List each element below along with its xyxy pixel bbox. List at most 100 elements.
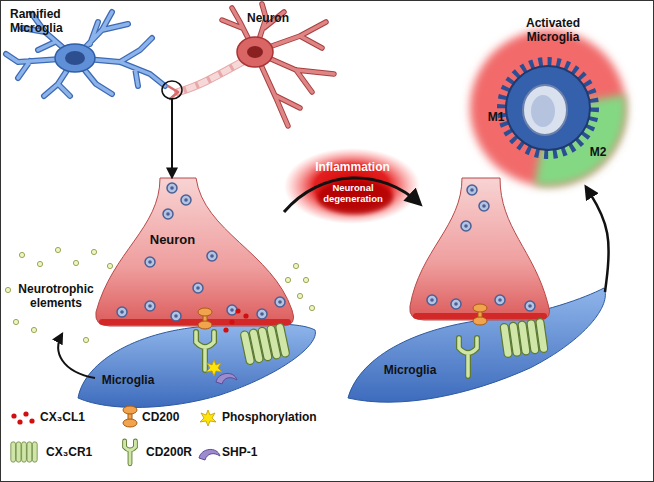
activated-microglia-drawing — [470, 30, 626, 186]
neurotrophic-dots — [55, 247, 60, 252]
neurotrophic-dots — [285, 277, 290, 282]
phenotype-region: M1 — [476, 105, 516, 133]
legend-label: Phosphorylation — [222, 411, 317, 425]
connector-arrow — [586, 187, 609, 292]
node-label: Activated Microglia — [503, 17, 603, 45]
node-label: Inflammation — [290, 161, 415, 175]
right-synapse-drawing — [500, 318, 548, 358]
legend-icons — [199, 449, 220, 460]
neurotrophic-dots — [107, 263, 112, 268]
right-synapse-drawing — [348, 178, 605, 402]
right-synapse-drawing — [461, 221, 471, 231]
neurotrophic-dots — [37, 261, 42, 266]
legend-icons — [29, 418, 34, 423]
microglia-cell: Microglia — [80, 300, 312, 412]
node-label: Ramified Microglia — [10, 8, 84, 36]
neurotrophic-dots — [19, 252, 24, 257]
left-synapse-drawing — [235, 308, 240, 313]
right-synapse-drawing — [467, 185, 477, 195]
activated-microglia-drawing — [531, 95, 555, 127]
inflammation-drawing — [284, 178, 420, 212]
left-synapse-drawing — [257, 309, 267, 319]
left-synapse-drawing — [240, 323, 290, 365]
neuron-drawing — [222, 4, 334, 126]
legend-icons — [11, 442, 37, 462]
left-synapse-drawing — [171, 311, 181, 321]
left-synapse-drawing — [117, 307, 127, 317]
neuron-drawing — [247, 46, 263, 58]
legend-icons — [11, 406, 220, 464]
legend-icons — [125, 441, 136, 464]
legend-icons — [125, 441, 136, 464]
legend-icons — [123, 406, 137, 427]
neuron-drawing — [178, 62, 242, 92]
legend-icons — [11, 442, 37, 462]
right-synapse-drawing — [525, 301, 535, 311]
neurotrophic-dots — [5, 287, 10, 292]
neurotrophic-dots — [303, 277, 308, 282]
legend-icons — [23, 411, 28, 416]
node-label: Neuron — [130, 233, 215, 248]
neuron-soma: Neuron — [100, 178, 295, 326]
left-synapse-drawing — [275, 297, 285, 307]
right-synapse-drawing — [348, 288, 605, 402]
connector-arrow — [171, 98, 173, 177]
left-synapse-drawing — [96, 178, 294, 326]
right-synapse-drawing — [500, 318, 548, 358]
neuron-drawing — [237, 37, 273, 67]
node-label: M2 — [578, 146, 618, 160]
left-synapse-drawing — [78, 324, 315, 408]
legend-label: CD200R — [146, 446, 192, 460]
inflammation-drawing — [284, 148, 420, 224]
right-synapse-drawing — [427, 295, 437, 305]
legend-icons — [11, 413, 16, 418]
legend-label: CX₃CR1 — [46, 446, 92, 460]
microglia-cell: Ramified Microglia — [8, 6, 178, 98]
right-synapse-drawing — [410, 178, 550, 320]
left-synapse-drawing — [58, 178, 315, 407]
node-label: Microglia — [368, 364, 452, 378]
ramified-microglia-drawing — [55, 44, 95, 72]
neurotrophic-dots — [31, 327, 36, 332]
neurotrophic-dots — [13, 319, 18, 324]
activated-microglia-drawing — [506, 66, 590, 150]
legend-label: CX₃CL1 — [40, 411, 85, 425]
activated-microglia: Activated MicrogliaM1M2 — [468, 5, 628, 185]
activated-microglia-drawing — [502, 62, 594, 154]
right-synapse-drawing — [459, 338, 477, 376]
neurotrophic-dots — [293, 263, 298, 268]
left-synapse-drawing — [198, 308, 212, 329]
neuron-drawing — [162, 81, 182, 99]
left-synapse-drawing — [58, 334, 95, 378]
right-synapse-drawing — [495, 295, 505, 305]
legend-icons — [125, 441, 136, 464]
right-synapse-drawing — [479, 201, 489, 211]
legend-icons — [17, 419, 22, 424]
inflammation-blob: InflammationNeuronal degeneration — [290, 152, 415, 218]
left-synapse-drawing — [193, 283, 203, 293]
inflammation-drawing — [284, 148, 420, 224]
node-label: Microglia — [86, 374, 170, 388]
right-synapse-drawing — [459, 338, 477, 376]
right-synapse-drawing — [473, 304, 487, 325]
left-synapse-drawing — [163, 209, 173, 219]
node-label: Neuron — [247, 12, 307, 26]
neurotrophic-dots — [73, 260, 78, 265]
neuron-drawing — [178, 62, 242, 92]
left-synapse-drawing — [223, 327, 228, 332]
left-synapse-drawing — [240, 323, 290, 365]
left-synapse-drawing — [181, 195, 191, 205]
left-synapse-drawing — [145, 301, 155, 311]
node-label: Neuronal degeneration — [314, 183, 392, 205]
neurotrophic-dots — [83, 337, 88, 342]
left-synapse-drawing — [243, 313, 248, 318]
neurotrophic-dots — [297, 293, 302, 298]
left-synapse-drawing — [167, 183, 177, 193]
left-synapse-drawing — [227, 305, 237, 315]
legend-label: SHP-1 — [222, 446, 257, 460]
node-label: M1 — [476, 111, 516, 125]
neurotrophic-dots — [91, 249, 96, 254]
